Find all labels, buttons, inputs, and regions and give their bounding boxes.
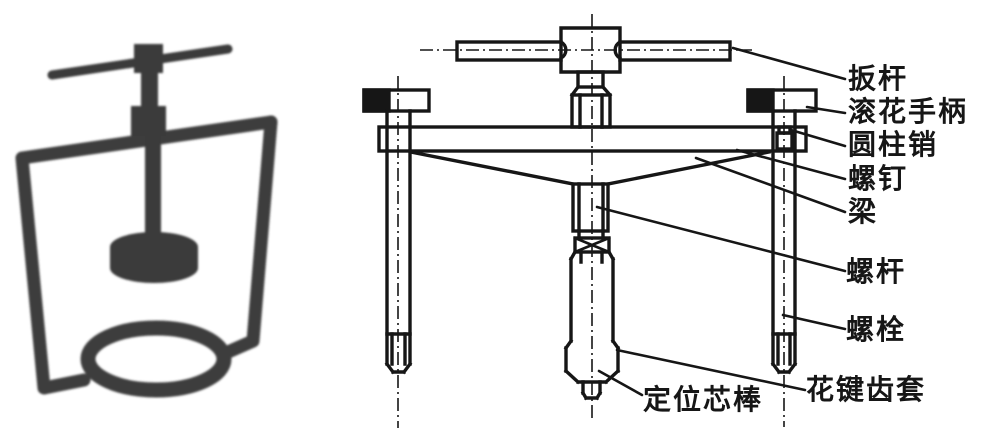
label-spline-gear-sleeve: 花键齿套 bbox=[806, 373, 927, 406]
bolt-right-thread bbox=[776, 332, 792, 366]
beam-gusset-left bbox=[409, 150, 575, 186]
center-lines bbox=[397, 14, 785, 428]
leader-locating-mandrel bbox=[597, 369, 644, 397]
photo-disc bbox=[110, 232, 198, 283]
leader-screw-rod bbox=[595, 205, 847, 273]
photo-screw-head bbox=[134, 44, 163, 73]
handle-right-knurl bbox=[746, 88, 775, 113]
leader-cylindrical-pin bbox=[789, 128, 847, 148]
label-screw: 螺钉 bbox=[848, 162, 909, 195]
leader-knurled-handle bbox=[805, 105, 847, 115]
spline-gear-sleeve bbox=[563, 249, 621, 385]
bolt-right bbox=[770, 109, 798, 375]
leader-bolt bbox=[781, 313, 847, 331]
bolt-left-thread bbox=[390, 332, 407, 366]
label-bolt: 螺栓 bbox=[846, 313, 907, 346]
coupling bbox=[573, 229, 611, 254]
locating-mandrel-tip bbox=[580, 380, 603, 401]
handle-right bbox=[746, 88, 818, 113]
photo-screw bbox=[47, 44, 233, 283]
knurled-collar bbox=[569, 70, 613, 129]
leader-screw bbox=[735, 148, 847, 181]
lever-bar bbox=[455, 26, 732, 74]
leader-lines bbox=[595, 46, 847, 397]
beam bbox=[377, 125, 808, 186]
technical-drawing bbox=[362, 14, 847, 428]
label-beam: 梁 bbox=[848, 195, 879, 228]
photo-ring bbox=[80, 320, 232, 398]
label-locating-mandrel: 定位芯棒 bbox=[643, 383, 764, 416]
label-cylindrical-pin: 圆柱销 bbox=[848, 128, 939, 161]
bolt-left bbox=[384, 109, 413, 375]
handle-left-knurl bbox=[362, 88, 391, 113]
photo-tool bbox=[15, 44, 278, 398]
photo-collar bbox=[131, 106, 166, 136]
screw-head-block bbox=[559, 26, 622, 74]
beam-gusset-right bbox=[606, 150, 771, 186]
label-screw-rod: 螺杆 bbox=[846, 255, 907, 288]
label-knurled-handle: 滚花手柄 bbox=[848, 95, 969, 128]
leader-lever-bar bbox=[731, 46, 847, 81]
leader-beam bbox=[694, 156, 847, 214]
screw-rod bbox=[571, 182, 610, 233]
leader-spline-sleeve bbox=[615, 348, 807, 392]
handle-left bbox=[362, 88, 431, 113]
coupling-cross bbox=[573, 236, 611, 254]
label-lever-bar: 扳杆 bbox=[848, 62, 909, 95]
